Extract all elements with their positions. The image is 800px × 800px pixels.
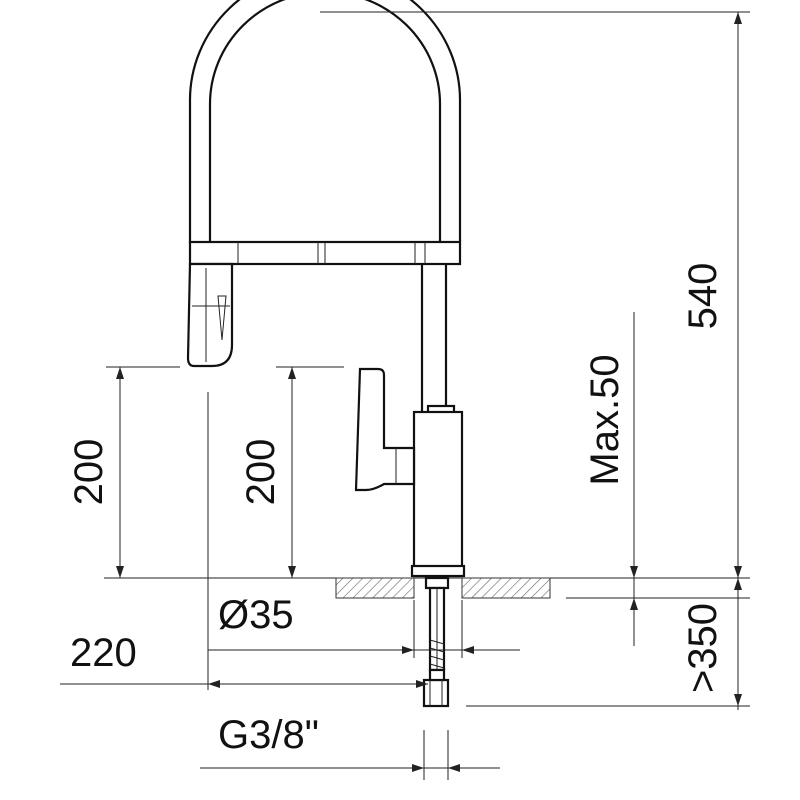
faucet-outline — [186, 0, 466, 578]
dim-label-200-mid: 200 — [239, 439, 283, 506]
dimension-labels: 540 200 200 Max.50 >350 Ø35 220 G3/8" — [67, 263, 725, 757]
countertop — [104, 577, 750, 599]
dimension-lines — [60, 11, 750, 780]
lever-handle — [354, 367, 416, 492]
faucet-body — [412, 410, 464, 578]
dim-label-220: 220 — [70, 631, 137, 675]
dim-label-diameter: Ø35 — [218, 593, 294, 637]
countertop-left-hatch — [335, 577, 415, 599]
dim-label-max50: Max.50 — [583, 354, 627, 485]
dim-label-thread: G3/8" — [218, 713, 319, 757]
spout-arch-outer — [188, 0, 462, 242]
spout-arch-inner — [208, 0, 442, 242]
spray-head — [186, 262, 234, 368]
dim-label-350: >350 — [681, 603, 725, 693]
dim-label-540: 540 — [681, 263, 725, 330]
mounting-shank — [422, 576, 450, 708]
dim-label-200-left: 200 — [67, 439, 111, 506]
countertop-right-hatch — [461, 577, 551, 599]
